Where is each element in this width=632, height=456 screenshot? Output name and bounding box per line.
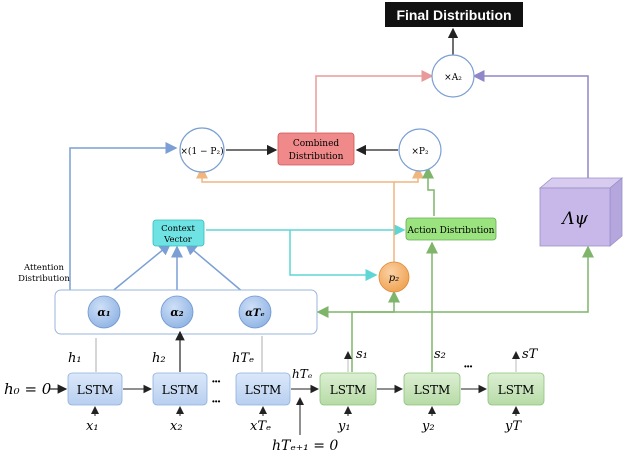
p2-node [378,261,410,293]
context-to-p2-line [289,230,378,281]
encoder-lstm-te: LSTM [235,372,291,406]
decoder-lstm-t-label: LSTM [498,383,534,397]
p2-to-mults-line [196,166,395,262]
attention-to-mult-left-line [69,142,178,290]
action-distribution-box [405,217,497,241]
lambda-to-mult-top-line [472,70,589,188]
context-vector-box [152,219,205,247]
enc-hidden-2: h₂ [152,351,166,366]
alpha-2-label: α₂ [170,306,183,319]
alpha-1-node: α₁ [87,295,121,329]
combined-line1: Combined [293,139,340,149]
alpha-te-node: αTₑ [238,295,272,329]
final-distribution-label: Final Distribution [396,7,511,23]
attention-line1: Attention [23,263,65,273]
enc-hidden-te: hTₑ [232,351,254,366]
p2-to-mult-right-line [394,166,424,183]
final-distribution-box [385,2,523,27]
hte1-label: hTₑ₊₁ = 0 [272,438,338,454]
mult-left-label: ×(1 − P₂) [180,146,223,157]
dec-output-1: s₁ [356,347,368,362]
mult-top-node [431,54,475,98]
mult-top-label: ×A₂ [444,73,462,83]
decoder-lstm-t: LSTM [487,372,545,406]
encoder-lstm-1-label: LSTM [77,383,113,397]
decoder-lstm-2-label: LSTM [414,383,450,397]
encoder-lstm-te-label: LSTM [245,383,281,397]
context-line2: Vector [163,235,193,245]
alpha3-to-context-line [184,243,251,299]
alpha-te-label: αTₑ [245,308,265,319]
lambda-box-side [609,177,623,247]
attention-line2: Distribution [18,274,70,284]
enc-hidden-1: h₁ [68,351,82,366]
hte-label: hTₑ [292,367,313,381]
enc-input-2: x₂ [170,419,183,434]
h0-label: h₀ = 0 [4,380,52,398]
encoder-lstm-1: LSTM [67,372,123,406]
combined-line2: Distribution [289,152,344,162]
action-distribution-label: Action Distribution [407,226,495,236]
mult-right-label: ×P₂ [411,147,429,157]
alpha-1-label: α₁ [97,306,110,319]
enc-dots-top: ••• [212,377,221,386]
alpha-2-node: α₂ [160,295,194,329]
dec-input-t: yT [504,419,522,434]
dec-input-1: y₁ [337,419,351,434]
enc-dots-bottom: ••• [212,397,221,406]
enc-input-1: x₁ [86,419,99,434]
p2-label: p₂ [389,273,399,284]
decoder-to-lambda-line [394,245,594,313]
lambda-box-top [538,177,624,189]
lambda-box [539,187,611,247]
lambda-label: Λψ [560,209,588,229]
mult-left-node [179,127,225,173]
context-line1: Context [161,224,195,234]
decoder-lstm-1-label: LSTM [330,383,366,397]
action-to-mult-right-line [422,166,435,216]
mult-right-node [398,128,442,172]
combined-distribution-box [277,132,355,166]
encoder-lstm-2: LSTM [152,372,208,406]
decoder-lstm-2: LSTM [403,372,461,406]
combined-to-mult-top-line [315,70,434,132]
decoder-lstm-1: LSTM [319,372,377,406]
encoder-lstm-2-label: LSTM [162,383,198,397]
dec-input-2: y₂ [421,419,435,434]
enc-input-te: xTₑ [250,419,271,434]
alpha1-to-context-line [103,243,172,299]
dec-output-t: sT [522,347,539,362]
dec-output-2: s₂ [434,347,446,362]
dec-dots-top: ••• [464,362,473,371]
